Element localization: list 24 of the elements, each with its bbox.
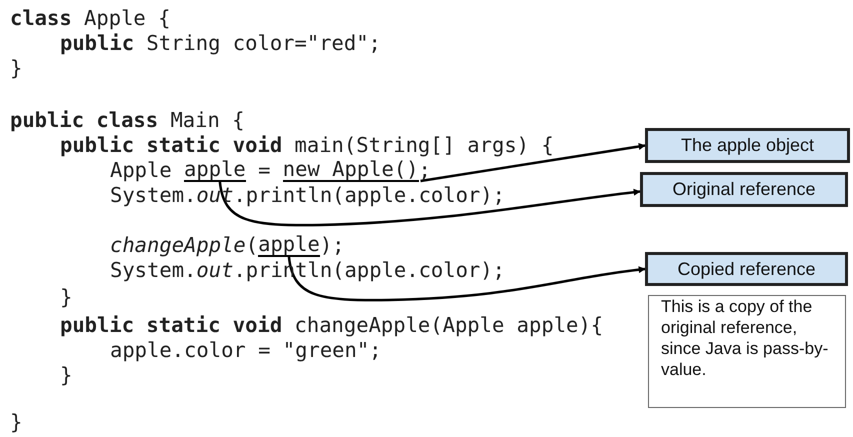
code-line: public static void main(String[] args) { (60, 133, 554, 157)
underlined-code: new Apple() (282, 158, 419, 182)
leader-arrow (420, 143, 646, 182)
code-line: } (60, 363, 72, 387)
code-line: ; (418, 158, 431, 182)
code-line: = (258, 158, 270, 182)
code-line: public class Main { (10, 108, 245, 132)
code-line: } (60, 285, 72, 309)
code-line: public static void changeApple(Apple apple){ (60, 313, 604, 337)
underlined-code: apple (184, 158, 246, 182)
note-box: This is a copy of the original reference, since Java is pass-by-value. (648, 295, 846, 408)
callout-box: Copied reference (645, 252, 848, 286)
underlined-code: apple (258, 233, 320, 257)
code-line: apple.color = "green"; (110, 338, 382, 362)
code-line: } (10, 56, 22, 80)
code-line: Apple (110, 158, 172, 182)
callout-box: Original reference (640, 172, 848, 207)
code-line: class Apple { (10, 6, 170, 30)
code-line: ); (320, 233, 345, 257)
callout-box: The apple object (645, 128, 850, 163)
code-line: public String color="red"; (60, 31, 381, 55)
leader-arrow (218, 182, 641, 226)
code-line: changeApple( (110, 233, 258, 257)
code-line: } (10, 410, 22, 434)
